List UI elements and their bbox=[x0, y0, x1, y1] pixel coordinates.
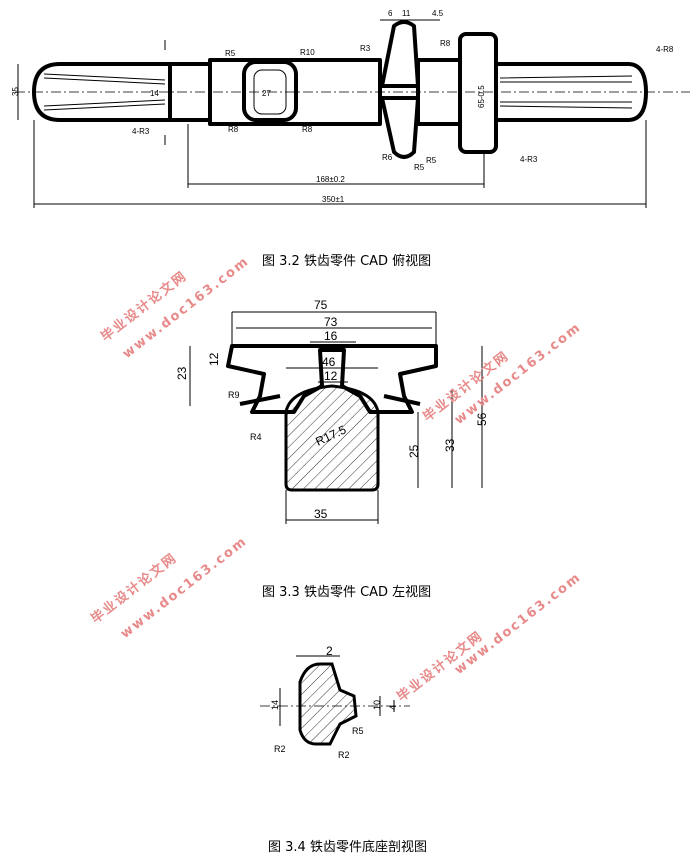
dim-27: 27 bbox=[262, 89, 271, 98]
figure-caption-3-2: 图 3.2 铁齿零件 CAD 俯视图 bbox=[262, 254, 432, 269]
dim-r5-d: R5 bbox=[352, 726, 364, 736]
dim-35: 35 bbox=[11, 87, 20, 96]
dim-25: 25 bbox=[407, 444, 421, 458]
dim-56: 56 bbox=[475, 412, 489, 426]
dim-11: 11 bbox=[402, 9, 411, 18]
dim-14c: 14 bbox=[270, 700, 280, 710]
dim-r8-b: R8 bbox=[302, 125, 313, 134]
dim-r5-b: R5 bbox=[426, 156, 437, 165]
dim-r3: R3 bbox=[360, 44, 371, 53]
dim-14: 14 bbox=[150, 89, 159, 98]
figure-3-2-drawing: 35 14 R5 R10 R8 R8 27 R3 R8 6 11 4.5 R6 … bbox=[11, 9, 690, 208]
dim-73: 73 bbox=[324, 315, 338, 329]
dim-75: 75 bbox=[314, 298, 328, 312]
dim-r5: R5 bbox=[225, 49, 236, 58]
figure-caption-3-4: 图 3.4 铁齿零件底座剖视图 bbox=[268, 840, 427, 855]
dim-2: 2 bbox=[326, 644, 333, 658]
dim-46: 46 bbox=[322, 355, 336, 369]
dim-r8-a: R8 bbox=[228, 125, 239, 134]
dim-r8-c: R8 bbox=[440, 39, 451, 48]
dim-4-r3-a: 4-R3 bbox=[132, 127, 150, 136]
dim-16: 16 bbox=[324, 329, 338, 343]
dim-35b: 35 bbox=[314, 507, 328, 521]
dim-6: 6 bbox=[388, 9, 393, 18]
dim-12b: 12 bbox=[324, 369, 338, 383]
dim-350: 350±1 bbox=[322, 195, 345, 204]
dim-10: 10 bbox=[372, 700, 382, 710]
dim-r4: R4 bbox=[250, 432, 262, 442]
dim-4-r3-b: 4-R3 bbox=[520, 155, 538, 164]
dim-65: 65-0.5 bbox=[477, 85, 486, 108]
dim-r2-a: R2 bbox=[274, 744, 286, 754]
dim-4: 4 bbox=[388, 705, 398, 710]
figure-caption-3-3: 图 3.3 铁齿零件 CAD 左视图 bbox=[262, 585, 432, 600]
dim-r2-b: R2 bbox=[338, 750, 350, 760]
dim-r9: R9 bbox=[228, 390, 240, 400]
dim-4-5: 4.5 bbox=[432, 9, 444, 18]
dim-33: 33 bbox=[443, 438, 457, 452]
dim-4-r8: 4-R8 bbox=[656, 45, 674, 54]
dim-r6: R6 bbox=[382, 153, 393, 162]
dim-168: 168±0.2 bbox=[316, 175, 345, 184]
dim-r5-c: R5 bbox=[414, 163, 425, 172]
dim-r10: R10 bbox=[300, 48, 315, 57]
figure-3-3-drawing: 75 73 16 23 12 46 12 R9 R4 R17.5 25 33 5… bbox=[175, 298, 489, 524]
dim-12: 12 bbox=[207, 352, 221, 366]
dim-23: 23 bbox=[175, 366, 189, 380]
